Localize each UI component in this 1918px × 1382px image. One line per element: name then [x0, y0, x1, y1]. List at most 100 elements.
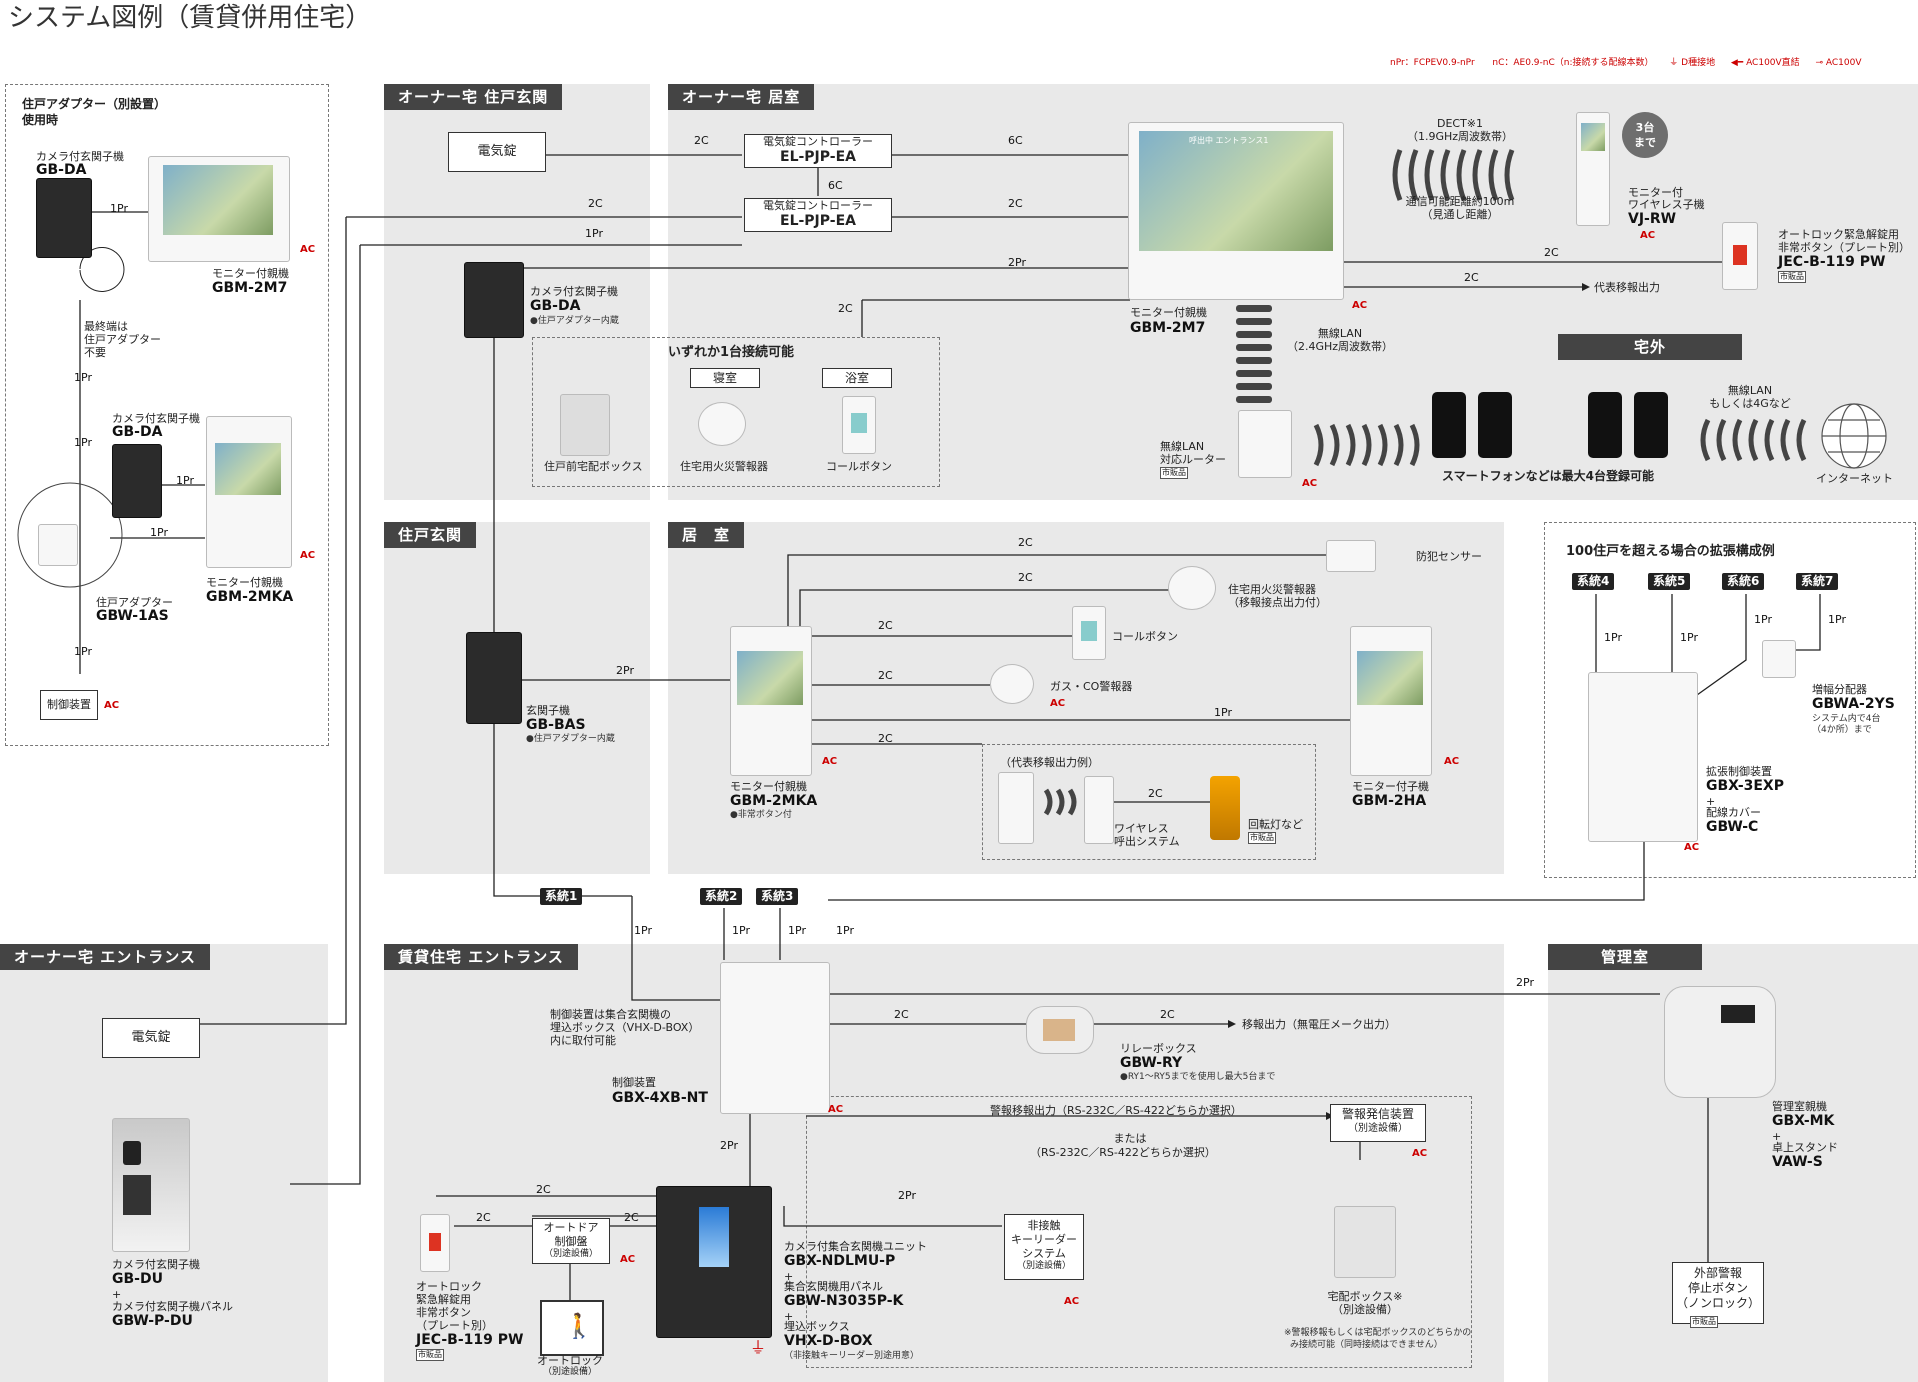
- expansion-unit-device: [1588, 672, 1698, 842]
- wl-2c-autodoor2: 2C: [624, 1211, 639, 1224]
- router-wave-2: [1329, 423, 1340, 467]
- transfer-example-title: （代表移報出力例）: [1000, 756, 1099, 769]
- splitter-device: [1762, 640, 1796, 678]
- expansion-ac: AC: [1684, 842, 1700, 853]
- adapter-circle: [17, 482, 123, 588]
- opt-mon1-model: GBM-2M7: [212, 280, 288, 296]
- wl-1pr-sub: 1Pr: [1214, 706, 1232, 719]
- router-label-2: 対応ルーター: [1160, 453, 1226, 466]
- opt-end-1: 最終端は: [84, 320, 128, 333]
- opt-monitor1-screen: [163, 165, 273, 235]
- opt-mon1-label: モニター付親機: [212, 267, 289, 280]
- dect-wave-3: [1424, 149, 1435, 201]
- opt-ac-3: AC: [104, 700, 120, 711]
- sub-monitor-device: [1350, 626, 1432, 776]
- autodoor-1: オートドア: [543, 1221, 599, 1234]
- page-title: システム図例（賃貸併用住宅）: [8, 3, 372, 33]
- wire-entrance-keyless: [783, 1206, 1002, 1227]
- net-wave-5: [1764, 418, 1775, 462]
- room-monitor-screen: [737, 651, 803, 705]
- wl-1pr-route: 1Pr: [585, 227, 603, 240]
- wl-2c-relay-out: 2C: [1160, 1008, 1175, 1021]
- wlan-label-2: （2.4GHz周波数帯）: [1286, 340, 1394, 353]
- autolock-door-device: 🚶: [540, 1300, 604, 1356]
- opt-monitor2-device: [206, 416, 292, 568]
- exp-system-5: 系統5: [1648, 573, 1691, 590]
- wl-1pr-exp4: 1Pr: [1604, 631, 1622, 644]
- opt-ac-2: AC: [300, 550, 316, 561]
- wlan-wave-7: [1236, 383, 1272, 390]
- opt-ac-1: AC: [300, 244, 316, 255]
- fire-label: 住宅用火災警報器: [680, 460, 768, 473]
- ctrl1-box: 電気錠コントローラー EL-PJP-EA: [744, 134, 892, 168]
- alarm-out-label: 警報移報出力（RS-232C／RS-422どちらか選択）: [990, 1104, 1242, 1117]
- phone-4: [1634, 392, 1668, 458]
- autolock-market-tag: 市販品: [1778, 271, 1806, 283]
- dect-wave-4: [1440, 149, 1451, 201]
- opt-end-2: 住戸アダプター: [84, 333, 161, 346]
- owner-lobby-cam-model: GB-DU: [112, 1271, 163, 1287]
- room-monitor-label: モニター付親機: [730, 780, 807, 793]
- wireless-model: VJ-RW: [1628, 211, 1677, 227]
- owner-camera-device: [464, 262, 524, 338]
- emergency-label-4: （プレート別）: [416, 1319, 493, 1332]
- emergency-button-device: [420, 1214, 450, 1272]
- wlan-label-1: 無線LAN: [1317, 327, 1363, 340]
- wl-2c-emergency: 2C: [536, 1183, 551, 1196]
- relay-label: リレーボックス: [1120, 1042, 1197, 1055]
- header-room: 居 室: [668, 522, 745, 548]
- autodoor-box: オートドア 制御盤 （別途設備）: [532, 1218, 610, 1264]
- fire-alarm-device: [698, 402, 746, 446]
- wl-1pr-opt6: 1Pr: [74, 645, 92, 658]
- wire-sys1-control: [631, 896, 720, 1001]
- alarm-device-ac: AC: [1412, 1148, 1428, 1159]
- choice-title: いずれか1台接続可能: [668, 345, 795, 360]
- ctrl1-label: 電気錠コントローラー: [763, 135, 873, 148]
- control-model: GBX-4XB-NT: [612, 1090, 708, 1106]
- dect-label-2: （1.9GHz周波数帯）: [1406, 130, 1514, 143]
- relay-model: GBW-RY: [1120, 1055, 1183, 1071]
- router-device: [1238, 410, 1292, 478]
- opt-cam2-label: カメラ付玄関子機: [112, 412, 200, 425]
- net-label-1: 無線LAN: [1727, 384, 1773, 397]
- wl-2pr-manager: 2Pr: [1516, 976, 1534, 989]
- wire-exp-split: [1689, 650, 1747, 701]
- manager-phone-device: [1664, 986, 1776, 1098]
- splitter-note-2: （4か所）まで: [1812, 725, 1872, 735]
- manager-stand-label: 卓上スタンド: [1772, 1141, 1838, 1154]
- box-note: （非接触キーリーダー別途用意）: [784, 1351, 920, 1361]
- left-option-frame: [5, 84, 329, 746]
- wl-2pr-entrance: 2Pr: [720, 1139, 738, 1152]
- control-note-1: 制御装置は集合玄関機の: [550, 1008, 671, 1021]
- stop-button-1: 外部警報: [1693, 1266, 1742, 1280]
- control-ac: AC: [828, 1104, 844, 1115]
- owner-monitor-screen: [1139, 131, 1333, 251]
- stop-button-box: 外部警報 停止ボタン （ノンロック）: [1672, 1262, 1764, 1324]
- rental-delivery-1: 宅配ボックス※: [1327, 1290, 1403, 1303]
- rental-delivery-2: （別途設備）: [1332, 1303, 1398, 1316]
- door-person-icon: 🚶: [564, 1312, 594, 1340]
- internet-label: インターネット: [1816, 472, 1893, 485]
- wl-2c-autolock: 2C: [1544, 246, 1559, 259]
- alarm-device-1: 警報発信装置: [1341, 1107, 1414, 1121]
- net-wave-2: [1716, 418, 1727, 462]
- owner-cam-model: GB-DA: [530, 298, 581, 314]
- manager-plus: +: [1772, 1130, 1782, 1143]
- opt-heading-1: 住戸アダプター（別設置）: [22, 97, 167, 111]
- wlan-wave-4: [1236, 344, 1272, 351]
- opt-monitor2-screen: [215, 443, 281, 495]
- room-fire-label-2: （移報接点出力付）: [1228, 596, 1327, 609]
- opt-camera1-device: [36, 178, 92, 258]
- ctrl2-box: 電気錠コントローラー EL-PJP-EA: [744, 198, 892, 232]
- entrance-unit-device: [656, 1186, 772, 1338]
- splitter-model: GBWA-2YS: [1812, 696, 1895, 712]
- control-unit-device: [720, 962, 830, 1114]
- owner-cam-note: ●住戸アダプター内蔵: [530, 316, 619, 326]
- sub-monitor-ac: AC: [1444, 756, 1460, 767]
- wl-2c-lock: 2C: [694, 134, 709, 147]
- security-label: 防犯センサー: [1416, 550, 1482, 563]
- legend-ac-direct: AC100V直結: [1746, 58, 1800, 68]
- wireless-handset-screen: [1581, 123, 1605, 151]
- exp-cover-model: GBW-C: [1706, 819, 1759, 835]
- wl-2c-relay-in: 2C: [894, 1008, 909, 1021]
